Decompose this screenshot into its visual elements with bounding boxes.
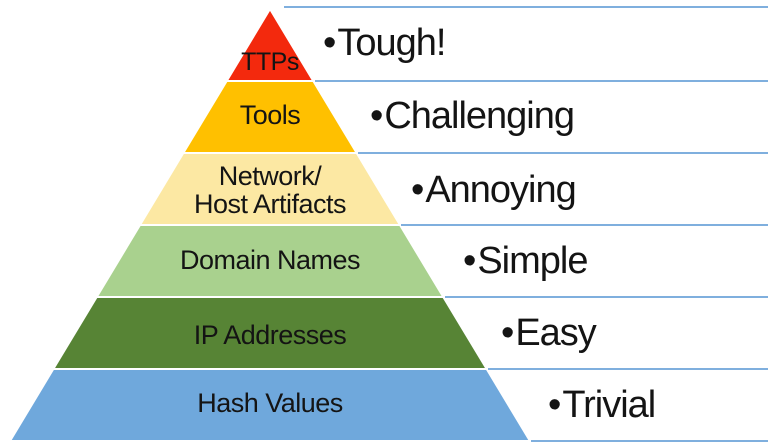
bullet-glyph: • <box>370 95 383 137</box>
level-label-domain-names: Domain Names <box>179 245 361 275</box>
level-label-tools: Tools <box>239 100 301 130</box>
difficulty-label-tough: •Tough! <box>323 20 446 66</box>
difficulty-text: Challenging <box>384 95 575 137</box>
level-label-ip-addresses: IP Addresses <box>193 320 347 350</box>
difficulty-text: Simple <box>477 240 588 282</box>
difficulty-label-annoying: •Annoying <box>411 167 577 213</box>
level-label-ttps: TTPs <box>241 48 299 76</box>
bullet-glyph: • <box>501 312 514 354</box>
difficulty-text: Annoying <box>425 169 576 211</box>
bullet-glyph: • <box>323 22 336 64</box>
difficulty-text: Easy <box>515 312 596 354</box>
level-label-network-host-artifacts: Network/ Host Artifacts <box>193 161 347 219</box>
bullet-glyph: • <box>463 240 476 282</box>
difficulty-label-trivial: •Trivial <box>548 382 656 428</box>
difficulty-label-simple: •Simple <box>463 238 588 284</box>
difficulty-text: Tough! <box>337 22 446 64</box>
pyramid-level-shape-ttps <box>224 7 316 82</box>
bullet-glyph: • <box>548 384 561 426</box>
bullet-glyph: • <box>411 169 424 211</box>
difficulty-label-easy: •Easy <box>501 310 597 356</box>
difficulty-text: Trivial <box>562 384 656 426</box>
difficulty-label-challenging: •Challenging <box>370 93 575 139</box>
level-label-hash-values: Hash Values <box>197 388 343 418</box>
